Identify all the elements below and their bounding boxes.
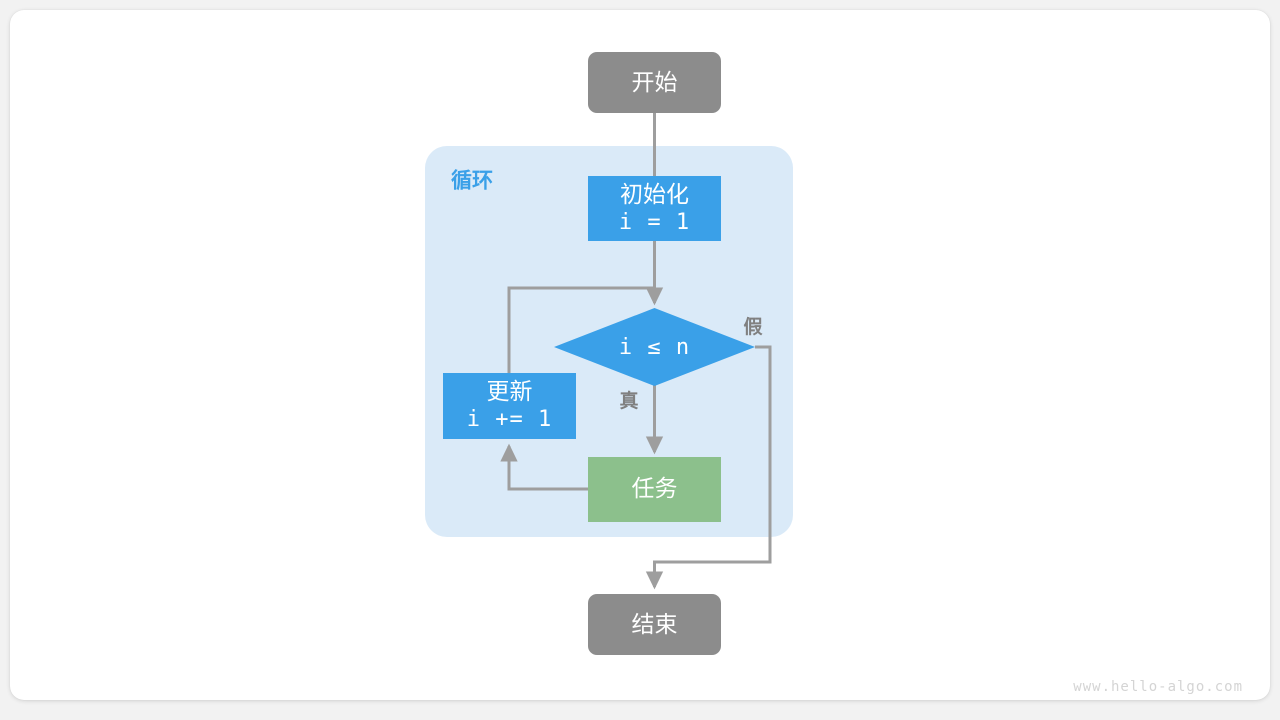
- edge-update-to-cond: [507, 286, 655, 373]
- node-start-label: 开始: [632, 69, 678, 95]
- node-end[interactable]: 结束: [588, 594, 721, 655]
- node-task-label: 任务: [632, 475, 678, 501]
- node-end-label: 结束: [632, 611, 678, 637]
- loop-group-label: 循环: [451, 169, 493, 193]
- node-condition[interactable]: i ≤ n: [554, 308, 755, 386]
- node-init-label: 初始化: [620, 181, 689, 207]
- edge-task-to-update: [500, 443, 588, 491]
- node-condition-code: i ≤ n: [619, 335, 690, 360]
- node-update-label: 更新: [487, 378, 533, 404]
- node-init[interactable]: 初始化 i = 1: [588, 176, 721, 241]
- watermark-text: www.hello-algo.com: [1073, 679, 1243, 695]
- node-update[interactable]: 更新 i += 1: [443, 373, 576, 439]
- edge-cond-false-to-end: [645, 345, 772, 590]
- node-start[interactable]: 开始: [588, 52, 721, 113]
- edge-label-false: 假: [743, 315, 762, 338]
- edge-label-true: 真: [619, 389, 638, 412]
- node-update-code: i += 1: [467, 407, 552, 432]
- node-init-code: i = 1: [619, 210, 690, 235]
- node-task[interactable]: 任务: [588, 457, 721, 522]
